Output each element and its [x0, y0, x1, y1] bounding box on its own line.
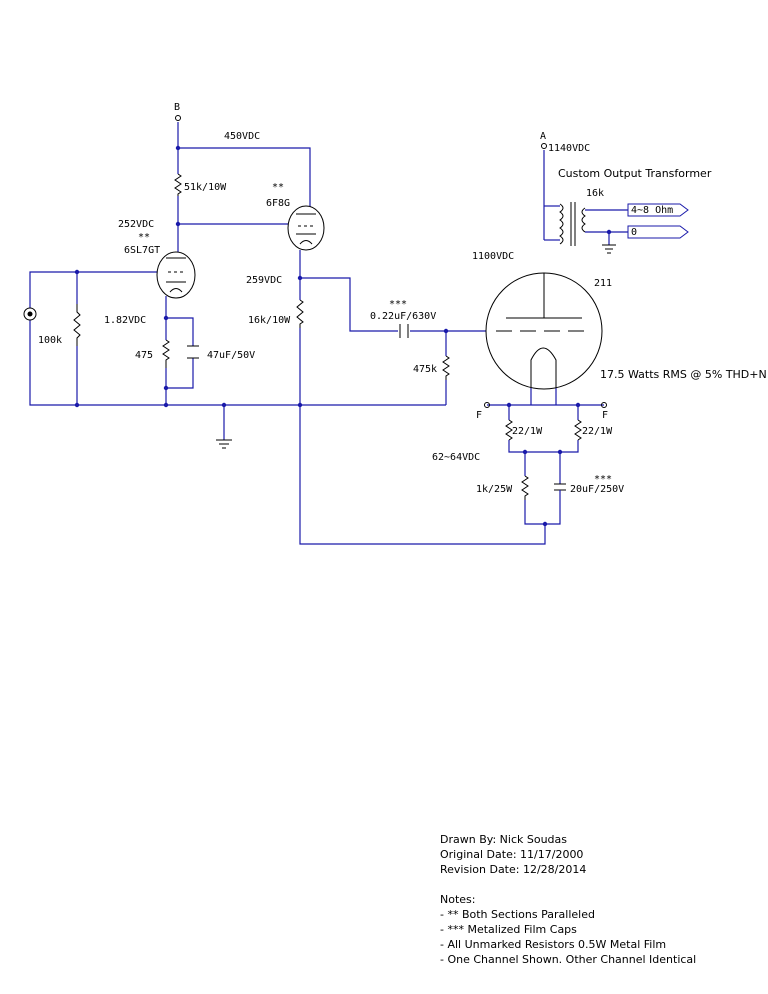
terminal-b	[175, 115, 181, 121]
node-b-label: B	[174, 102, 180, 113]
output-power-spec: 17.5 Watts RMS @ 5% THD+N	[600, 368, 767, 381]
transformer-title: Custom Output Transformer	[558, 167, 712, 180]
resistor-22-left-label: 22/1W	[512, 426, 543, 437]
wiring	[29, 122, 628, 545]
terminal-a	[541, 143, 547, 149]
voltage-1140vdc: 1140VDC	[548, 143, 590, 154]
capacitor-symbols	[187, 324, 566, 500]
tube-6f8g-label: 6F8G	[266, 198, 290, 209]
capacitor-coupling-mark: ***	[389, 299, 407, 310]
note-item: - All Unmarked Resistors 0.5W Metal Film	[440, 938, 667, 951]
node-f-left-label: F	[476, 410, 482, 421]
junction-dots	[74, 145, 612, 527]
revision-date: Revision Date: 12/28/2014	[440, 863, 587, 876]
resistor-16k-label: 16k/10W	[248, 315, 291, 326]
tube-6sl7gt-mark: **	[138, 232, 150, 243]
voltage-450vdc: 450VDC	[224, 131, 260, 142]
note-item: - One Channel Shown. Other Channel Ident…	[440, 953, 697, 966]
voltage-1100vdc: 1100VDC	[472, 251, 514, 262]
resistor-475k-label: 475k	[413, 364, 437, 375]
voltage-252vdc: 252VDC	[118, 219, 154, 230]
capacitor-20uf-mark: ***	[594, 474, 612, 485]
tube-6f8g-mark: **	[272, 182, 284, 193]
ground-icon-output	[602, 244, 616, 254]
terminal-f-right	[601, 402, 607, 408]
terminal-f-left	[484, 402, 490, 408]
tag-0-label: 0	[631, 227, 637, 238]
notes-heading: Notes:	[440, 893, 476, 906]
node-a-label: A	[540, 131, 546, 142]
ground-icon	[216, 439, 232, 449]
tag-4-8-ohm-label: 4~8 Ohm	[631, 205, 673, 216]
voltage-1-82vdc: 1.82VDC	[104, 315, 146, 326]
output-tag-0: 0	[627, 225, 689, 239]
original-date: Original Date: 11/17/2000	[440, 848, 584, 861]
input-jack-icon	[23, 307, 37, 321]
note-item: - *** Metalized Film Caps	[440, 923, 577, 936]
tube-6f8g-symbol	[287, 205, 325, 251]
output-tag-4-8-ohm: 4~8 Ohm	[627, 203, 689, 217]
tube-6sl7gt-symbol	[156, 251, 196, 299]
transformer-impedance: 16k	[586, 188, 604, 199]
resistor-475-label: 475	[135, 350, 153, 361]
resistor-1k-label: 1k/25W	[476, 484, 513, 495]
resistor-100k-label: 100k	[38, 335, 62, 346]
tube-6sl7gt-label: 6SL7GT	[124, 245, 160, 256]
capacitor-47uf-label: 47uF/50V	[207, 350, 255, 361]
output-transformer-icon	[559, 202, 586, 246]
tube-211-label: 211	[594, 278, 612, 289]
voltage-259vdc: 259VDC	[246, 275, 282, 286]
tube-211-symbol	[485, 272, 603, 390]
drawn-by: Drawn By: Nick Soudas	[440, 833, 567, 846]
capacitor-coupling-label: 0.22uF/630V	[370, 311, 436, 322]
voltage-62-64vdc: 62~64VDC	[432, 452, 480, 463]
resistor-51k-label: 51k/10W	[184, 182, 227, 193]
resistor-symbols	[73, 173, 582, 500]
capacitor-20uf-label: 20uF/250V	[570, 484, 624, 495]
node-f-right-label: F	[602, 410, 608, 421]
note-item: - ** Both Sections Paralleled	[440, 908, 595, 921]
notes-block: Drawn By: Nick Soudas Original Date: 11/…	[440, 832, 696, 967]
resistor-22-right-label: 22/1W	[582, 426, 613, 437]
